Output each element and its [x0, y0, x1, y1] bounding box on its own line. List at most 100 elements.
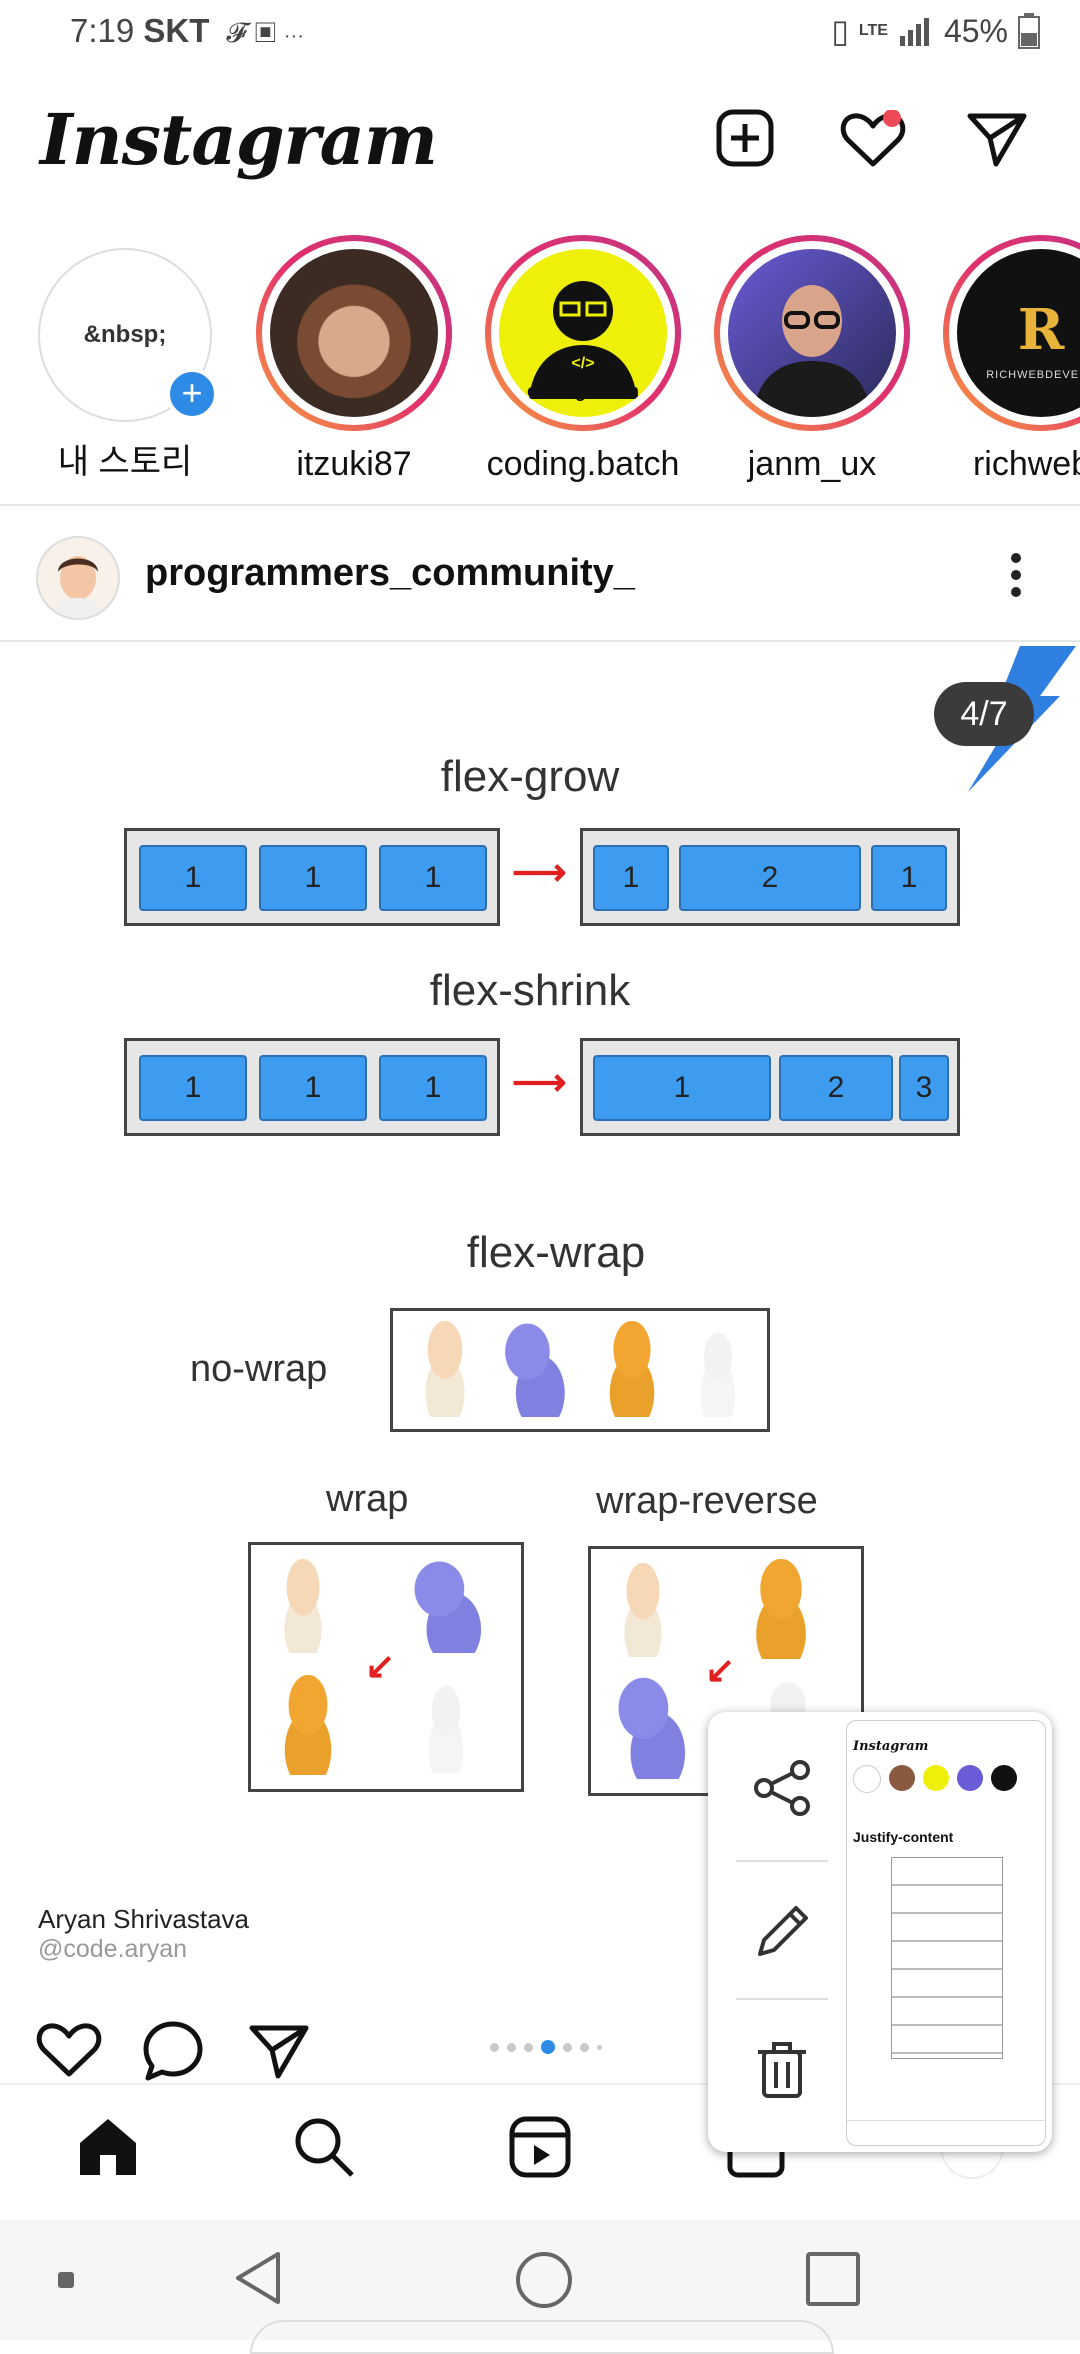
flex-item: 1	[379, 1055, 487, 1121]
flex-item: 1	[259, 1055, 367, 1121]
flex-grow-title: flex-grow	[440, 752, 620, 801]
flex-item: 1	[593, 845, 669, 911]
story-name: 내 스토리	[57, 443, 193, 481]
carousel-dot	[580, 2042, 589, 2052]
back-icon[interactable]	[232, 2250, 284, 2306]
richweb-logo-text: RICHWEBDEVELO	[986, 369, 1080, 381]
thumbnail-stories	[853, 1765, 1039, 1795]
thumbnail-content	[891, 1857, 1003, 2059]
story-janm-ux[interactable]: janm_ux	[712, 235, 912, 484]
battery-icon	[1018, 13, 1040, 49]
arrow-down-left-icon: ↙	[365, 1645, 396, 1686]
instagram-logo[interactable]: Instagram	[40, 98, 438, 181]
carousel-dot	[490, 2042, 499, 2052]
flex-item: 3	[899, 1055, 949, 1121]
post-author-name: Aryan Shrivastava	[38, 1904, 249, 1934]
arrow-right-icon: ⟶	[512, 1062, 567, 1104]
cat-icon	[405, 1321, 485, 1417]
flex-item: 1	[871, 845, 947, 911]
story-itzuki87[interactable]: itzuki87	[254, 235, 454, 484]
stories-divider	[0, 504, 1080, 506]
cat-icon	[493, 1321, 579, 1417]
flex-shrink-after-box: 1 2 3	[580, 1038, 960, 1136]
story-placeholder-text: &nbsp;	[83, 321, 167, 348]
no-wrap-label: no-wrap	[190, 1348, 328, 1390]
arrow-right-icon: ⟶	[512, 852, 567, 894]
story-coding-batch[interactable]: </> coding.batch coding.batch	[483, 235, 683, 484]
direct-message-icon[interactable]	[966, 110, 1028, 168]
carousel-dot	[597, 2044, 602, 2050]
like-icon[interactable]	[36, 2020, 102, 2078]
post-author-handle: @code.aryan	[38, 1935, 188, 1963]
flex-shrink-title: flex-shrink	[429, 966, 631, 1015]
reels-icon[interactable]	[508, 2115, 572, 2179]
post-author-avatar[interactable]	[36, 536, 120, 620]
flex-shrink-before-box: 1 1 1	[124, 1038, 500, 1136]
share-icon[interactable]	[248, 2022, 310, 2080]
flex-grow-before-box: 1 1 1	[124, 828, 500, 926]
heart-icon[interactable]	[840, 110, 906, 170]
story-avatar: R RICHWEBDEVELO	[957, 249, 1080, 417]
flex-item: 2	[779, 1055, 893, 1121]
recents-dot-icon[interactable]	[58, 2272, 74, 2288]
overview-icon[interactable]	[806, 2252, 860, 2306]
carousel-dot	[507, 2042, 516, 2052]
more-options-icon[interactable]	[1004, 552, 1028, 598]
story-name: coding.batch	[486, 445, 680, 483]
richweb-logo-letter: R	[1017, 297, 1065, 363]
flex-wrap-title: flex-wrap	[466, 1228, 646, 1277]
edit-pencil-icon[interactable]	[752, 1902, 812, 1962]
search-icon[interactable]	[292, 2115, 356, 2179]
signal-icon	[898, 16, 934, 46]
story-avatar	[728, 249, 896, 417]
home-button-icon[interactable]	[516, 2252, 572, 2308]
lte-icon: LTE	[858, 22, 888, 39]
status-bar: 7:19 SKT 𝓕 ▣ ··· ▯ LTE 45%	[0, 0, 1080, 70]
trash-icon[interactable]	[754, 2040, 810, 2100]
story-my-story[interactable]: &nbsp; + 내 스토리	[25, 235, 225, 483]
carousel-counter: 4/7	[934, 682, 1034, 746]
coding-batch-logo-text: coding.batch	[527, 381, 639, 401]
status-time: 7:19 SKT 𝓕 ▣ ···	[70, 12, 304, 49]
story-avatar	[270, 249, 438, 417]
dog-icon	[263, 1675, 353, 1775]
coding-batch-code-mark: </>	[571, 355, 595, 372]
thumbnail-bottom-bar	[847, 2120, 1045, 2145]
wrap-label: wrap	[326, 1478, 409, 1520]
comment-icon[interactable]	[142, 2020, 204, 2082]
add-story-icon[interactable]: +	[166, 368, 218, 420]
story-name: itzuki87	[296, 445, 412, 483]
screenshot-preview-panel: Instagram Justify-content	[708, 1712, 1052, 2152]
thumbnail-logo: Instagram	[853, 1739, 929, 1754]
story-richwebd[interactable]: R RICHWEBDEVELO richwebd	[941, 235, 1080, 484]
gesture-bar	[250, 2320, 834, 2354]
flex-item: 1	[593, 1055, 771, 1121]
panel-separator	[736, 1998, 828, 2000]
flex-grow-after-box: 1 2 1	[580, 828, 960, 926]
battery-percent: 45%	[943, 12, 1008, 49]
thumbnail-title: Justify-content	[853, 1829, 954, 1845]
flex-item: 1	[139, 1055, 247, 1121]
carousel-dot	[563, 2042, 572, 2052]
screenshot-thumbnail[interactable]: Instagram Justify-content	[846, 1720, 1046, 2146]
carousel-dots	[490, 2040, 602, 2054]
share-nodes-icon[interactable]	[752, 1760, 812, 1816]
vibrate-icon: ▯	[831, 13, 849, 49]
no-wrap-box	[390, 1308, 770, 1432]
cat-icon	[401, 1559, 497, 1653]
post-username[interactable]: programmers_community_	[145, 552, 635, 594]
dog-icon	[589, 1321, 675, 1417]
new-post-icon[interactable]	[715, 108, 775, 168]
wrap-box: ↙	[248, 1542, 524, 1792]
flex-item: 2	[679, 845, 861, 911]
carousel-dot	[541, 2040, 555, 2054]
home-icon[interactable]	[76, 2115, 140, 2179]
story-name: richwebd	[972, 445, 1080, 483]
wrap-reverse-label: wrap-reverse	[596, 1480, 818, 1522]
post-header-divider	[0, 640, 1080, 642]
flex-item: 1	[259, 845, 367, 911]
cat-icon	[605, 1563, 681, 1657]
dog-icon	[733, 1559, 829, 1659]
flex-item: 1	[139, 845, 247, 911]
carousel-dot	[524, 2042, 533, 2052]
